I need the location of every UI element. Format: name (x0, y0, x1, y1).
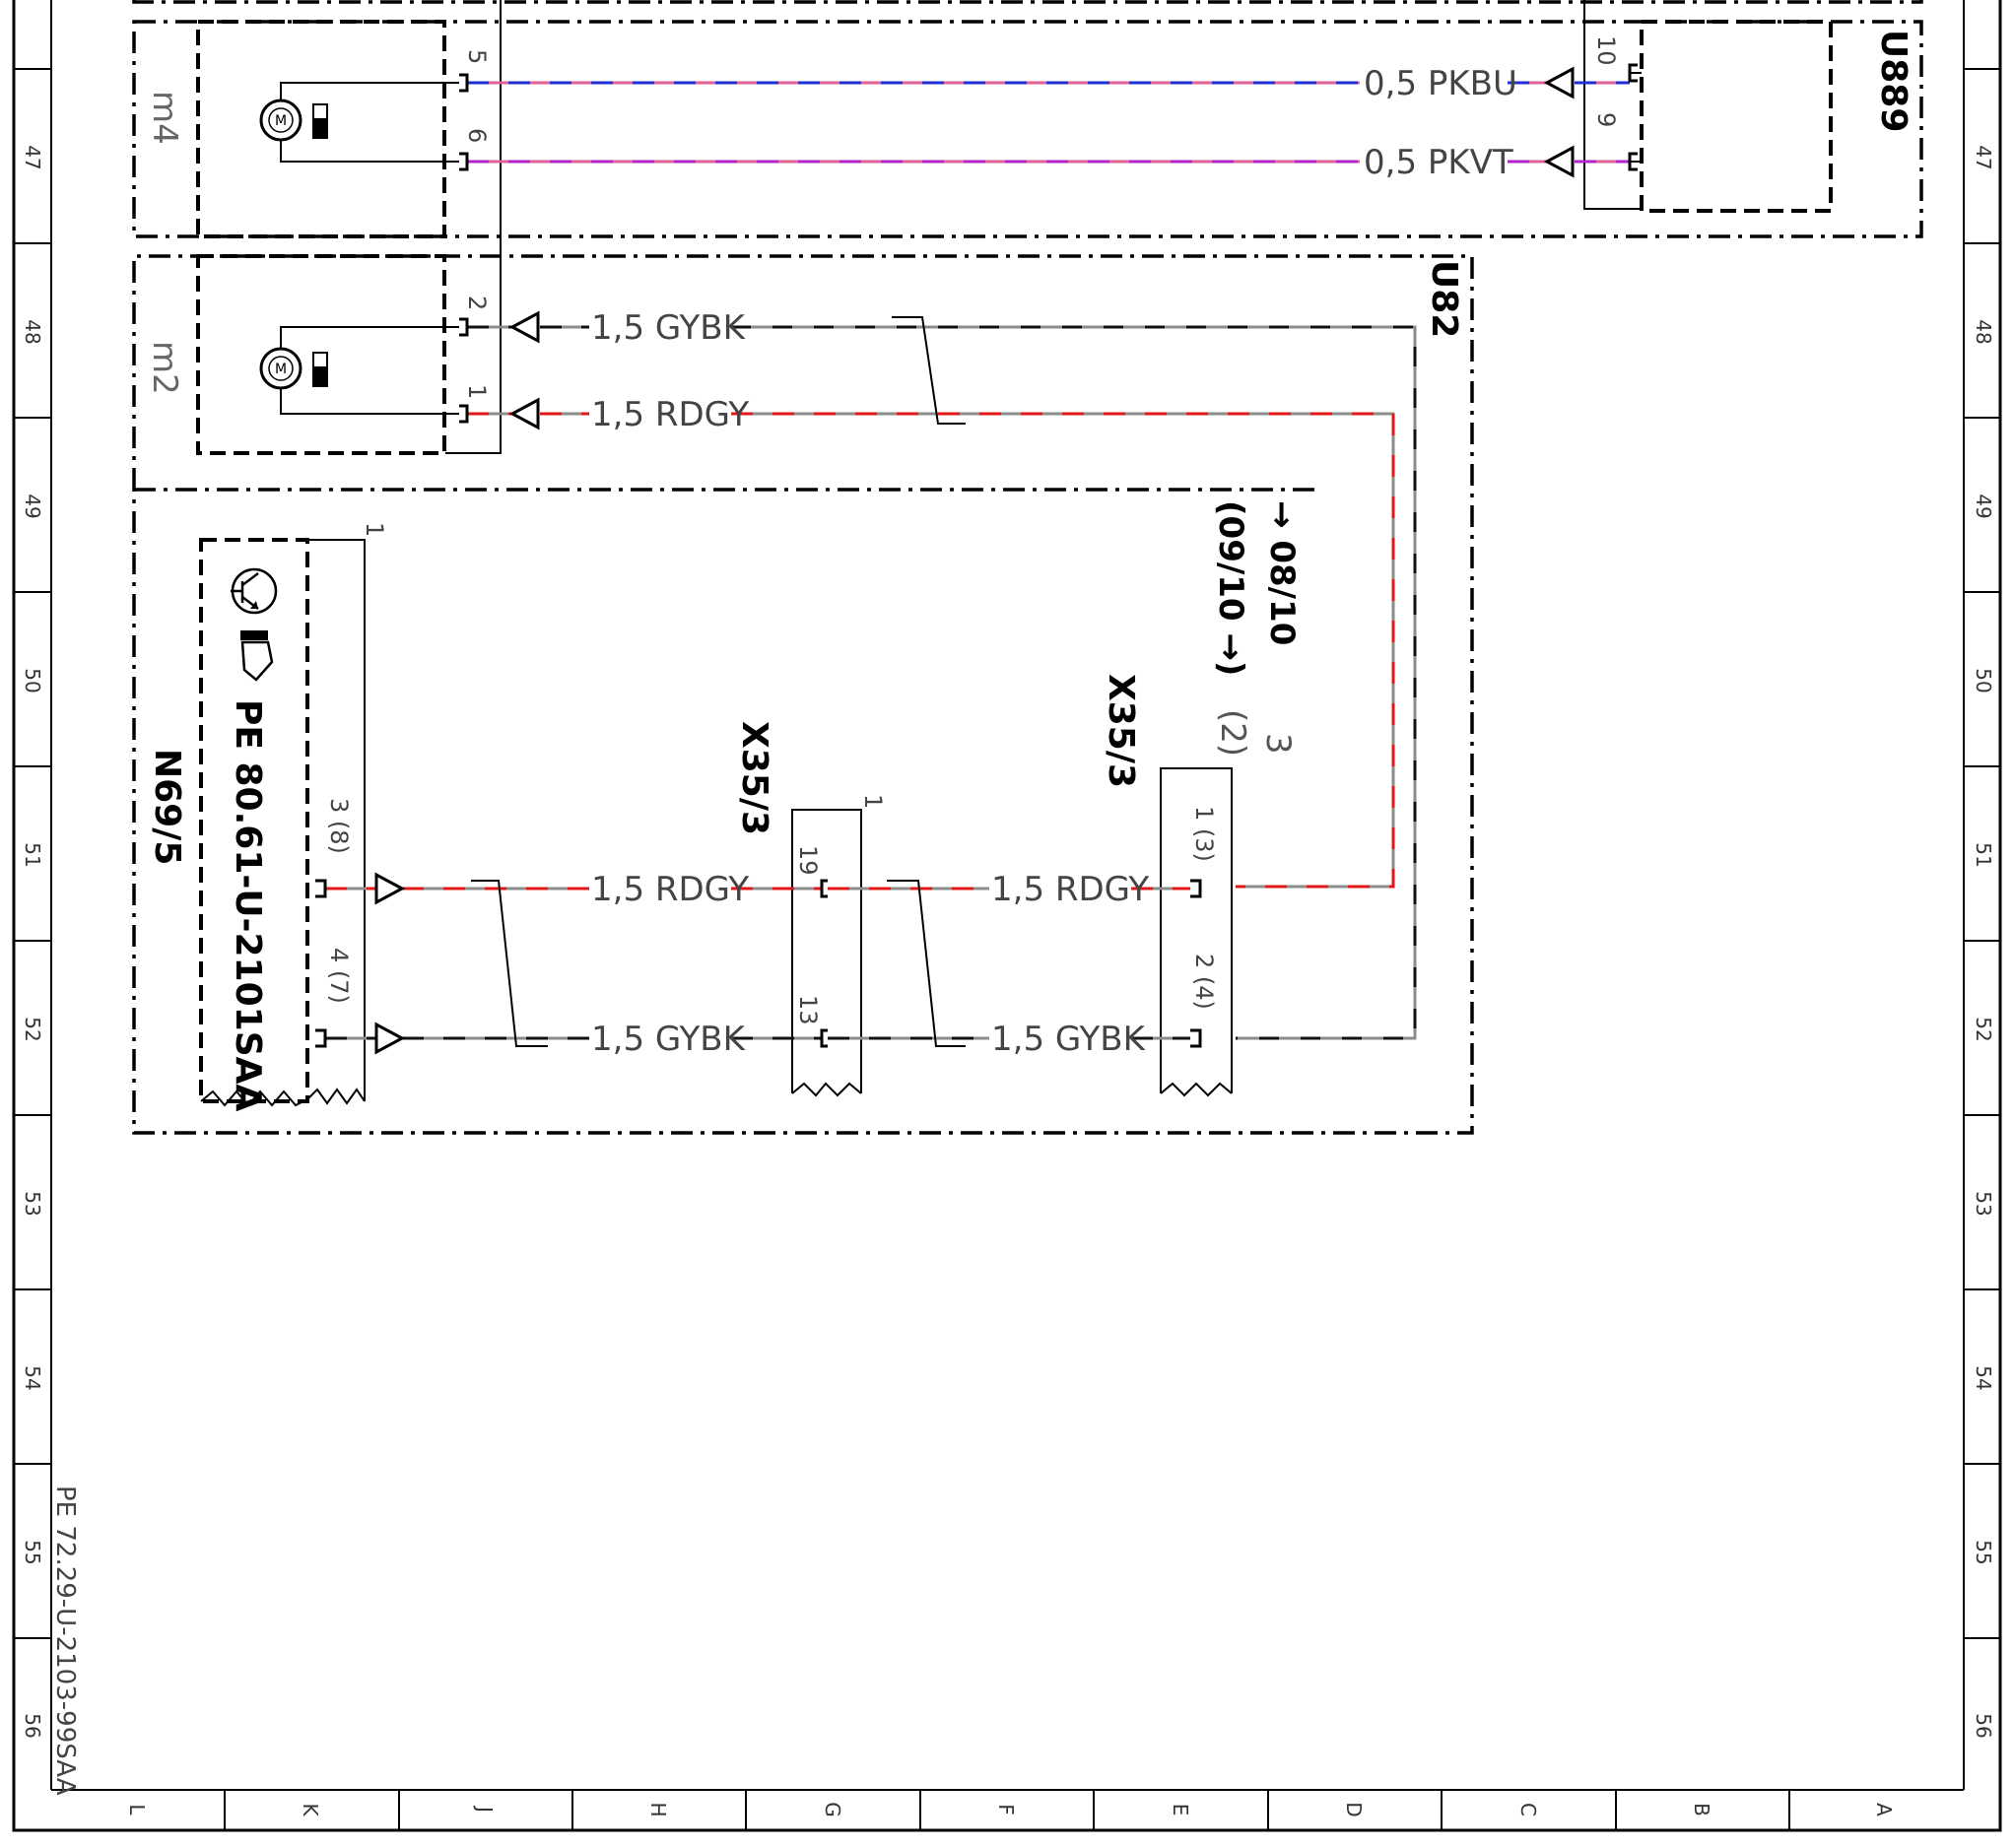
wire-label: 0,5 PKVT (1364, 143, 1513, 182)
pin-label: 2 (463, 296, 491, 310)
column-label: B (1690, 1803, 1713, 1816)
row-label: 49 (21, 494, 44, 518)
row-label: 56 (1972, 1713, 1995, 1738)
wire-label: 0,5 PKBU (1364, 64, 1517, 103)
row-label: 49 (1972, 494, 1995, 518)
wire-kinks (471, 316, 966, 1047)
component-id-m4: m4 (145, 91, 184, 145)
pin-label: 3 (1258, 733, 1298, 755)
pin-label: 19 (794, 845, 822, 876)
connector-x35-3-b (1160, 767, 1233, 1093)
motor-m4-symbol: M (259, 82, 459, 163)
component-labels: m4 m2 U889 U82 N69/5 PE 80.61-U-2101SAA … (145, 30, 1913, 1111)
pin-label: 13 (794, 995, 822, 1025)
module-n69-5 (199, 538, 309, 1103)
arrow-markers (374, 66, 1575, 1055)
pin-label: 10 (1592, 35, 1620, 66)
pin-label: 1 (859, 794, 887, 809)
motor-m2-housing (196, 254, 446, 455)
row-label: 53 (21, 1191, 44, 1216)
cross-references: → 08/10 (09/10 →) (1211, 500, 1302, 676)
row-label: 51 (21, 842, 44, 867)
pin-label: 1 (361, 522, 388, 537)
column-label: C (1516, 1803, 1540, 1816)
component-id-m2: m2 (145, 341, 184, 395)
connector-x35-3-a (791, 809, 862, 1093)
pin-label: 4 (7) (325, 948, 353, 1004)
column-label: D (1342, 1802, 1366, 1816)
component-boxes (196, 0, 1833, 1107)
wire-label: 1,5 GYBK (591, 308, 747, 348)
transistor-icon (231, 567, 278, 615)
row-label: 48 (1972, 319, 1995, 344)
cross-ref-bottom: (09/10 →) (1211, 500, 1250, 676)
drawing-frame (12, 0, 2002, 1832)
column-label: L (125, 1804, 149, 1815)
pin-label: (2) (1213, 709, 1252, 757)
motor-m4-housing (196, 20, 446, 238)
wire-label: 1,5 RDGY (591, 870, 749, 909)
column-label: K (299, 1803, 322, 1816)
pin-label: 2 (4) (1190, 954, 1218, 1010)
row-labels-left: 47 48 49 50 51 52 53 54 55 56 (21, 145, 44, 1738)
wire-label: 1,5 GYBK (591, 1020, 747, 1059)
component-id-u889: U889 (1873, 30, 1913, 132)
pin-label: 1 (463, 384, 491, 399)
svg-text:M: M (275, 113, 287, 129)
enclosures (132, 0, 1923, 1135)
module-u889 (1640, 20, 1833, 213)
column-label: H (646, 1802, 670, 1816)
column-label: J (473, 1805, 497, 1813)
row-label: 56 (21, 1713, 44, 1738)
row-label: 50 (1972, 668, 1995, 693)
row-labels-right: 47 48 49 50 51 52 53 54 55 56 (1972, 145, 1995, 1738)
wire-label: 1,5 RDGY (591, 395, 749, 434)
column-label: A (1872, 1803, 1896, 1816)
enclosure-m4-u889 (132, 20, 1923, 238)
pin-label: 9 (1592, 112, 1620, 127)
column-label: E (1169, 1804, 1192, 1816)
row-label: 50 (21, 668, 44, 693)
pin-label: 6 (463, 128, 491, 143)
row-label: 53 (1972, 1191, 1995, 1216)
row-label: 54 (1972, 1365, 1995, 1390)
enclosure-u82 (132, 254, 1474, 1135)
row-label: 47 (21, 145, 44, 169)
n69-5-document-reference: PE 80.61-U-2101SAA (228, 699, 268, 1111)
pin-label: 1 (3) (1190, 806, 1218, 862)
component-id-x35-3-a: X35/3 (734, 721, 774, 835)
row-label: 48 (21, 319, 44, 344)
wire-label: 1,5 RDGY (991, 870, 1149, 909)
component-id-u82: U82 (1424, 260, 1464, 338)
hand-pointer-icon (240, 630, 274, 682)
row-label: 55 (1972, 1540, 1995, 1564)
pin-label: 5 (463, 49, 491, 64)
row-label: 52 (21, 1017, 44, 1041)
component-id-x35-3-b: X35/3 (1101, 674, 1141, 788)
column-label: F (994, 1804, 1018, 1815)
svg-text:M: M (275, 362, 287, 377)
row-label: 47 (1972, 145, 1995, 169)
wires (325, 72, 1642, 1040)
terminals (315, 63, 1638, 1048)
pin-label: 3 (8) (325, 798, 353, 854)
row-label: 51 (1972, 842, 1995, 867)
wire-labels: 0,5 PKBU 0,5 PKVT 1,5 GYBK 1,5 RDGY 1,5 RDGY… (591, 64, 1517, 1059)
pin-labels: 5 6 2 1 10 9 1 3 (8) 4 (7) 1 19 13 3 (2)… (325, 35, 1620, 1025)
wire-label: 1,5 GYBK (991, 1020, 1147, 1059)
document-reference: PE 72.29-U-2103-99SAA (50, 1485, 80, 1796)
row-label: 54 (21, 1365, 44, 1390)
motor-m2-symbol: M (259, 326, 459, 415)
row-label: 52 (1972, 1017, 1995, 1041)
row-label: 55 (21, 1540, 44, 1564)
column-label: G (821, 1802, 844, 1817)
cross-ref-top: → 08/10 (1262, 500, 1302, 645)
column-labels: L K J H G F E D C B A (125, 1802, 1896, 1817)
component-id-n69-5: N69/5 (147, 749, 187, 865)
